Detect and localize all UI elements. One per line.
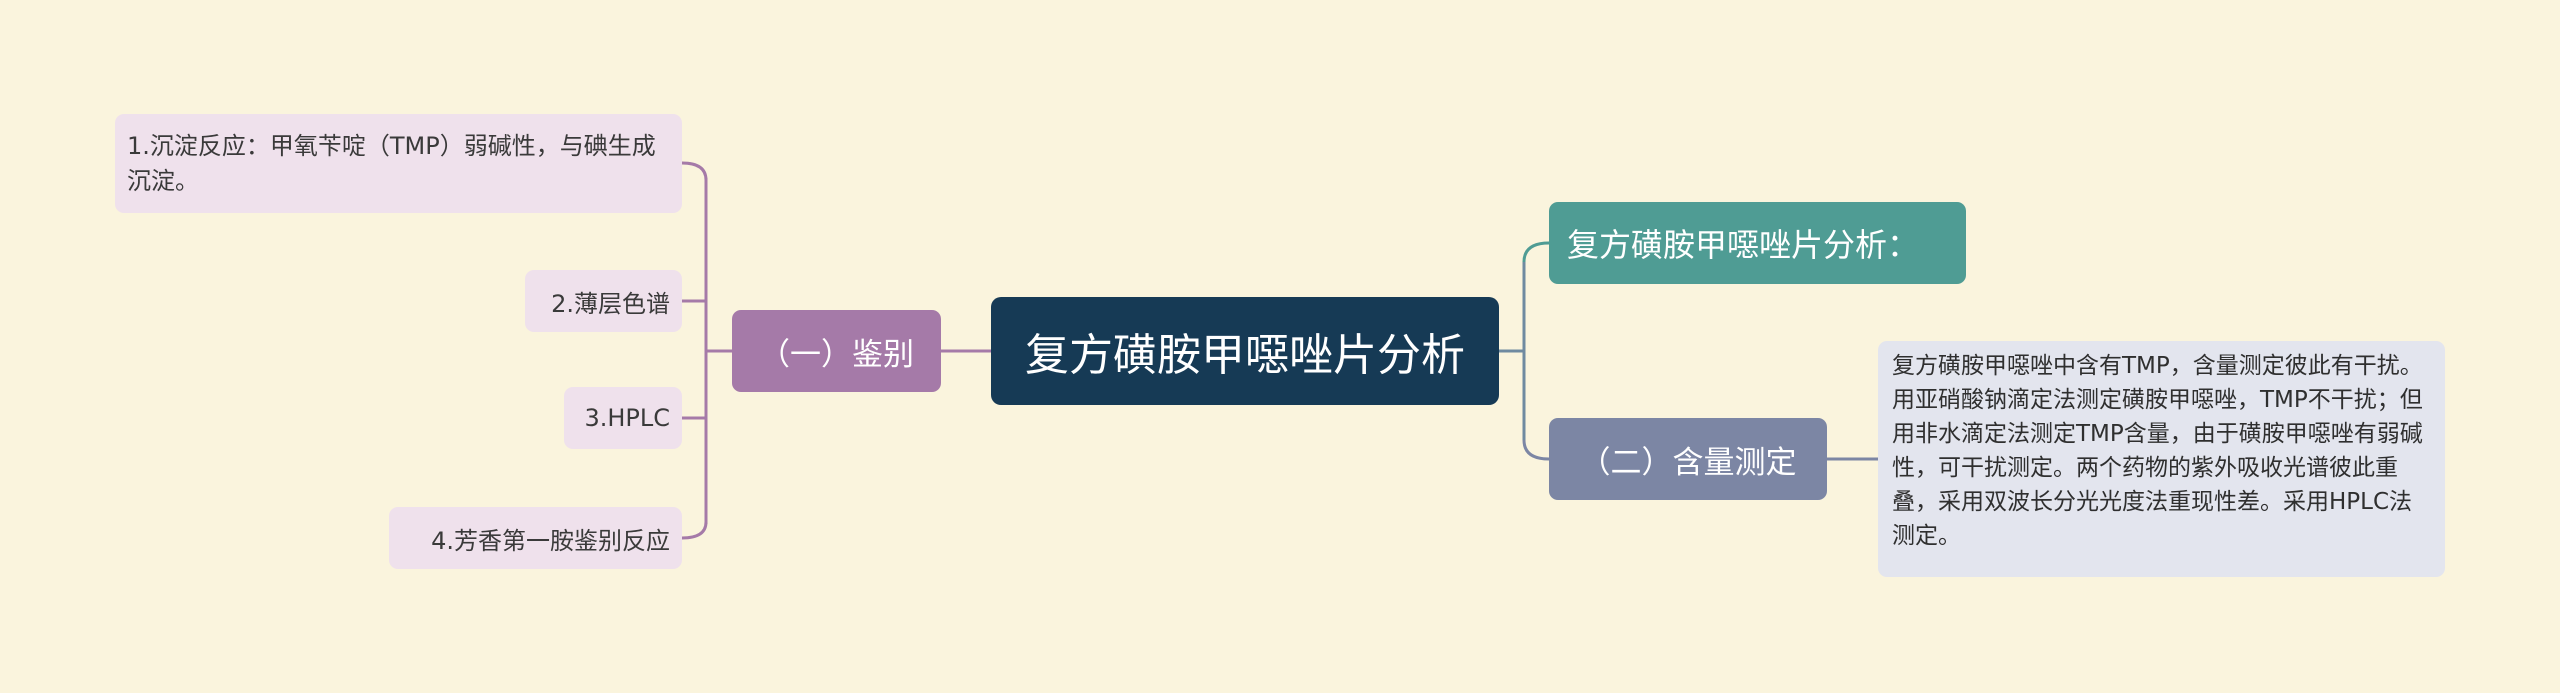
branch-identification[interactable]: （一）鉴别 bbox=[732, 310, 941, 392]
detail-text: 复方磺胺甲噁唑中含有TMP，含量测定彼此有干扰。用亚硝酸钠滴定法测定磺胺甲噁唑，… bbox=[1892, 353, 2423, 549]
root-title: 复方磺胺甲噁唑片分析 bbox=[1025, 330, 1465, 381]
connector-right-1 bbox=[1522, 241, 1550, 263]
connector-leaf-1 bbox=[681, 161, 708, 181]
leaf-text: 2.薄层色谱 bbox=[551, 289, 670, 318]
leaf-hplc[interactable]: 3.HPLC bbox=[564, 387, 682, 449]
connector-leaf-4 bbox=[681, 521, 708, 540]
branch-analysis-heading[interactable]: 复方磺胺甲噁唑片分析： bbox=[1549, 202, 1966, 284]
branch-content-determination-label: （二）含量测定 bbox=[1579, 444, 1797, 481]
root-topic[interactable]: 复方磺胺甲噁唑片分析 bbox=[991, 297, 1499, 405]
leaf-tlc[interactable]: 2.薄层色谱 bbox=[525, 270, 682, 332]
leaf-aromatic-amine-reaction[interactable]: 4.芳香第一胺鉴别反应 bbox=[389, 507, 682, 569]
branch-analysis-heading-label: 复方磺胺甲噁唑片分析： bbox=[1567, 226, 1920, 264]
leaf-text: 1.沉淀反应：甲氧苄啶（TMP）弱碱性，与碘生成沉淀。 bbox=[127, 131, 656, 195]
leaf-text: 4.芳香第一胺鉴别反应 bbox=[431, 526, 670, 555]
detail-content-determination[interactable]: 复方磺胺甲噁唑中含有TMP，含量测定彼此有干扰。用亚硝酸钠滴定法测定磺胺甲噁唑，… bbox=[1878, 341, 2445, 577]
leaf-precipitation-reaction[interactable]: 1.沉淀反应：甲氧苄啶（TMP）弱碱性，与碘生成沉淀。 bbox=[115, 114, 682, 213]
branch-identification-label: （一）鉴别 bbox=[759, 336, 914, 373]
leaf-text: 3.HPLC bbox=[584, 404, 670, 432]
branch-content-determination[interactable]: （二）含量测定 bbox=[1549, 418, 1827, 500]
connector-right-2 bbox=[1522, 439, 1550, 461]
